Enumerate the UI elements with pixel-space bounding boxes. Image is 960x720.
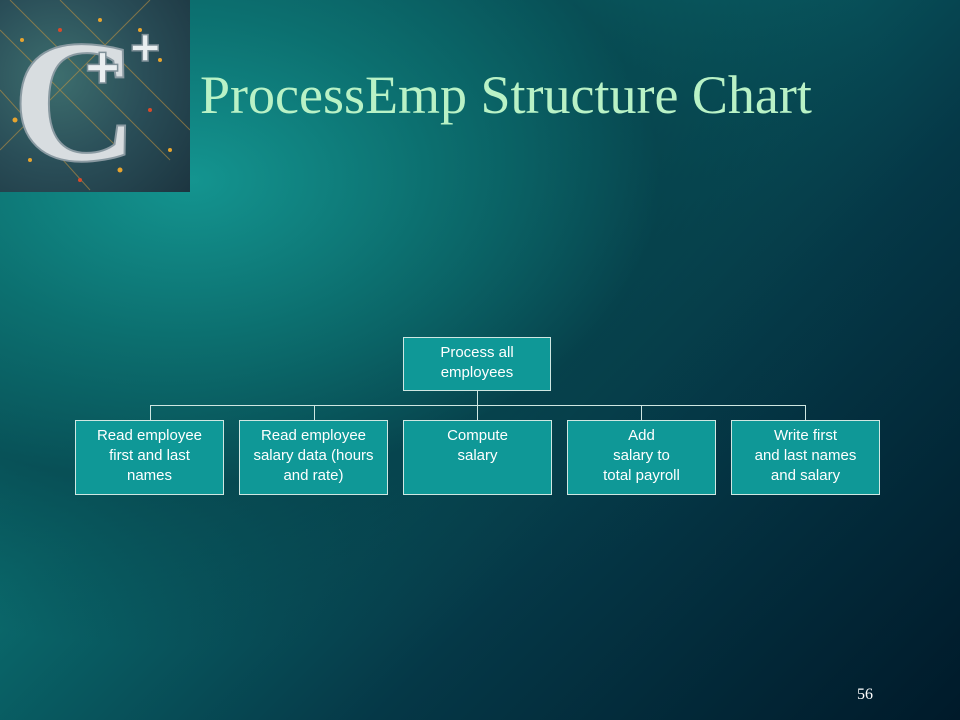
svg-text:+: + xyxy=(130,19,160,77)
page-number: 56 xyxy=(857,686,873,703)
child-module-box: Write first and last names and salary xyxy=(731,420,880,495)
child-module-box: Add salary to total payroll xyxy=(567,420,716,495)
cpp-logo-icon: C + + xyxy=(0,0,190,192)
root-module-box: Process all employees xyxy=(403,337,551,391)
child-connector-line xyxy=(477,405,478,420)
svg-text:C: C xyxy=(12,4,138,192)
child-connector-line xyxy=(641,405,642,420)
child-module-box: Read employee salary data (hours and rat… xyxy=(239,420,388,495)
root-connector-line xyxy=(477,391,478,405)
child-module-box: Compute salary xyxy=(403,420,552,495)
svg-text:+: + xyxy=(85,34,120,101)
child-connector-line xyxy=(150,405,151,420)
child-connector-line xyxy=(805,405,806,420)
slide-title: ProcessEmp Structure Chart xyxy=(200,65,812,125)
child-connector-line xyxy=(314,405,315,420)
horizontal-connector-line xyxy=(150,405,806,406)
child-module-box: Read employee first and last names xyxy=(75,420,224,495)
